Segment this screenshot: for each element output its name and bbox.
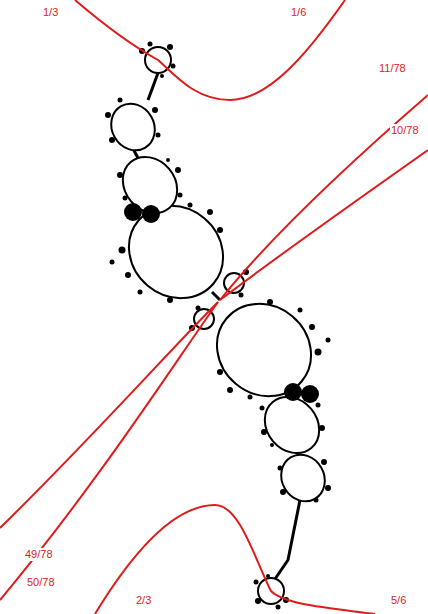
ray-angle-label: 5/6: [390, 594, 407, 607]
ray-angle-label: 50/78: [26, 576, 56, 589]
ray-angle-label: 49/78: [24, 548, 54, 561]
ray-angle-label: 11/78: [378, 62, 407, 75]
ray-angle-label: 2/3: [135, 594, 152, 607]
julia-decorations: [105, 42, 331, 610]
ray-angle-label: 1/3: [42, 6, 59, 19]
julia-set: [103, 47, 333, 604]
ray-angle-label: 1/6: [290, 6, 307, 19]
ray-angle-label: 10/78: [390, 124, 420, 137]
